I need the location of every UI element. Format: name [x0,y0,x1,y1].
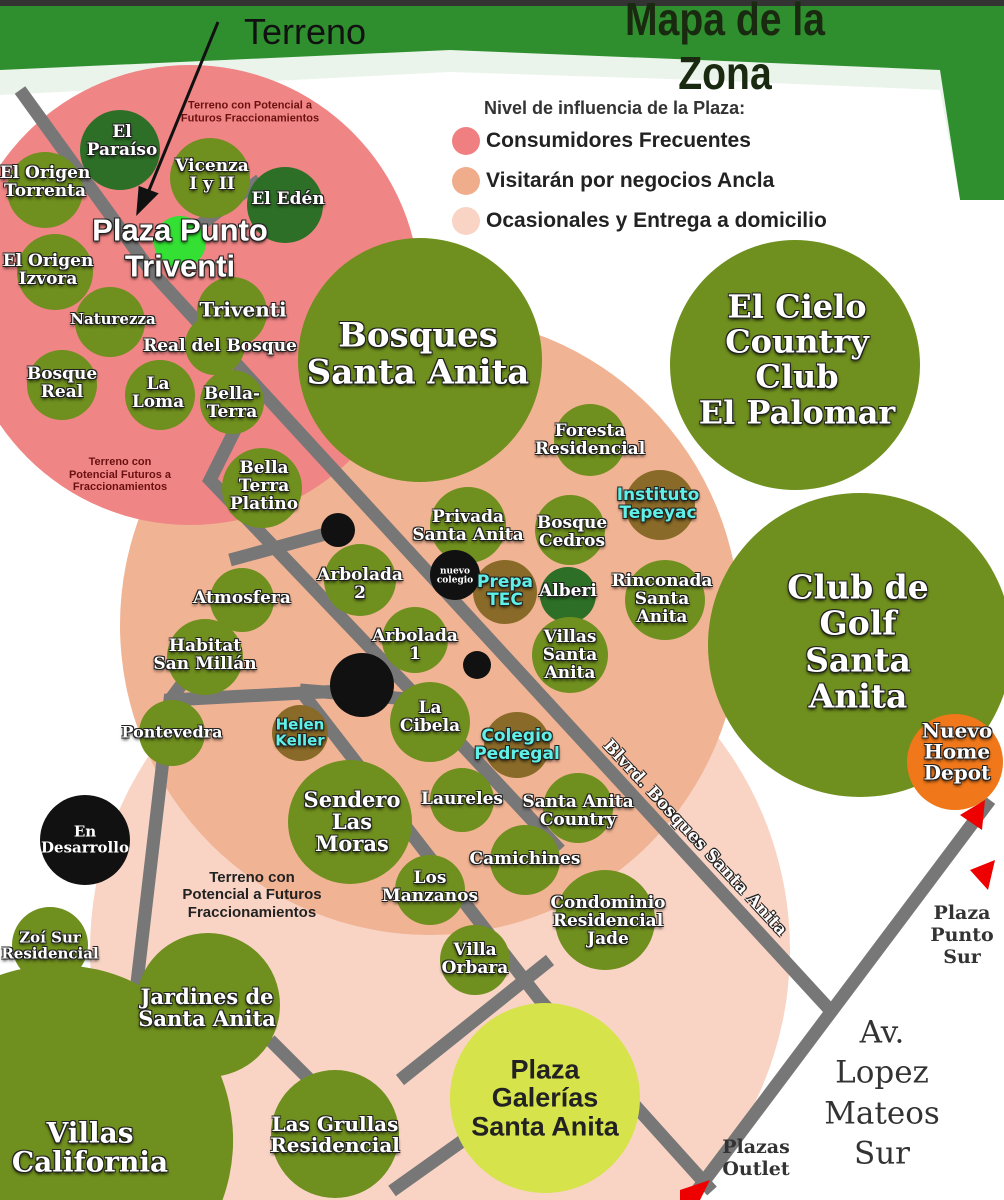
place-prepa-tec[interactable]: Prepa TEC [476,572,534,610]
place-triventi[interactable]: Triventi [199,297,287,322]
place-bosque-cedros[interactable]: Bosque Cedros [536,513,608,551]
legend-swatch [452,127,480,155]
place-arbolada-2[interactable]: Arbolada 2 [317,565,403,603]
arrow-icon [680,1180,710,1200]
place-nuevo-colegio[interactable]: nuevo colegio [436,566,474,586]
place-la-loma[interactable]: La Loma [131,374,185,412]
place-naturezza[interactable]: Naturezza [70,310,156,329]
place-privada-santa-anita[interactable]: Privada Santa Anita [412,507,524,545]
place-villas-california[interactable]: Villas California [11,1116,169,1179]
place-club-de-golf[interactable]: Club de Golf Santa Anita [787,567,929,716]
center-plaza-punto-triventi[interactable]: Plaza Punto Triventi [92,212,268,283]
place-el-paraiso[interactable]: El Paraíso [86,122,158,160]
place-helen-keller[interactable]: Helen Keller [275,715,325,749]
header-banner [0,6,1004,200]
place-habitat[interactable]: Habitat San Millán [153,636,257,674]
legend: Nivel de influencia de la Plaza: Consumi… [452,98,827,247]
legend-swatch [452,167,480,195]
place-condominio-jade[interactable]: Condominio Residencial Jade [550,893,666,949]
place-rinconada[interactable]: Rinconada Santa Anita [611,571,713,627]
place-plaza-galerias[interactable]: Plaza Galerías Santa Anita [471,1054,619,1142]
place-vicenza[interactable]: Vicenza I y II [175,156,249,194]
pointer-label: Terreno [243,11,367,52]
place-los-manzanos[interactable]: Los Manzanos [381,868,479,906]
place-el-eden[interactable]: El Edén [251,189,325,210]
pointer-arrow [136,21,220,216]
land-note: Terreno con Potencial Futuros a Fraccion… [68,456,172,494]
place-arbolada-1[interactable]: Arbolada 1 [372,626,458,664]
place-home-depot[interactable]: Nuevo Home Depot [921,718,993,785]
place-alberi[interactable]: Alberi [539,581,597,602]
legend-item: Ocasionales y Entrega a domicilio [452,207,827,235]
place-santa-anita-country[interactable]: Santa Anita Country [522,792,634,830]
place-el-origen-torrenta[interactable]: El Origen Torrenta [0,163,91,201]
page-title: Mapa de la Zona [625,0,825,99]
place-bosques-santa-anita[interactable]: Bosques Santa Anita [306,315,530,393]
arrow-icon [970,860,995,890]
place-instituto-tepeyac[interactable]: Instituto Tepeyac [616,485,700,523]
place-laureles[interactable]: Laureles [421,789,503,810]
place-circles [0,110,1004,1200]
legend-title: Nivel de influencia de la Plaza: [484,98,746,118]
place-colegio-pedregal[interactable]: Colegio Pedregal [474,726,560,764]
legend-item: Consumidores Frecuentes [452,127,827,155]
place-villas-santa-anita[interactable]: Villas Santa Anita [542,627,598,683]
road-av-lopez-mateos: Av. Lopez Mateos Sur [824,1014,940,1172]
place-las-grullas[interactable]: Las Grullas Residencial [270,1112,400,1157]
place-bella-terra-platino[interactable]: Bella Terra Platino [229,458,299,514]
legend-item: Visitarán por negocios Ancla [452,167,827,195]
place-la-cibela[interactable]: La Cibela [399,698,461,736]
place-atmosfera[interactable]: Atmosfera [193,588,291,609]
place-bella-terra[interactable]: Bella- Terra [203,384,261,422]
place-sendero-las-moras[interactable]: Sendero Las Moras [303,786,401,857]
place-plaza-punto-sur[interactable]: Plaza Punto Sur [930,902,994,968]
place-el-origen-izvora[interactable]: El Origen Izvora [2,251,94,289]
arrow-icon [960,800,985,830]
place-zoi-sur[interactable]: Zoí Sur Residencial [1,928,99,962]
place-pontevedra[interactable]: Pontevedra [121,722,223,742]
place-plazas-outlet[interactable]: Plazas Outlet [722,1136,790,1180]
land-note: Terreno con Potencial a Futuros Fraccion… [180,99,320,124]
place-en-desarrollo[interactable]: En Desarrollo [41,822,129,856]
place-camichines[interactable]: Camichines [469,849,581,870]
place-foresta[interactable]: Foresta Residencial [534,421,646,459]
place-real-del-bosque[interactable]: Real del Bosque [143,336,297,357]
place-bosque-real[interactable]: Bosque Real [26,364,98,402]
legend-swatch [452,207,480,235]
place-jardines-santa-anita[interactable]: Jardines de Santa Anita [138,983,276,1031]
place-villa-orbara[interactable]: Villa Orbara [441,940,509,978]
land-note: Terreno con Potencial a Futuros Fraccion… [182,869,322,921]
place-el-cielo[interactable]: El Cielo Country Club El Palomar [698,287,896,432]
